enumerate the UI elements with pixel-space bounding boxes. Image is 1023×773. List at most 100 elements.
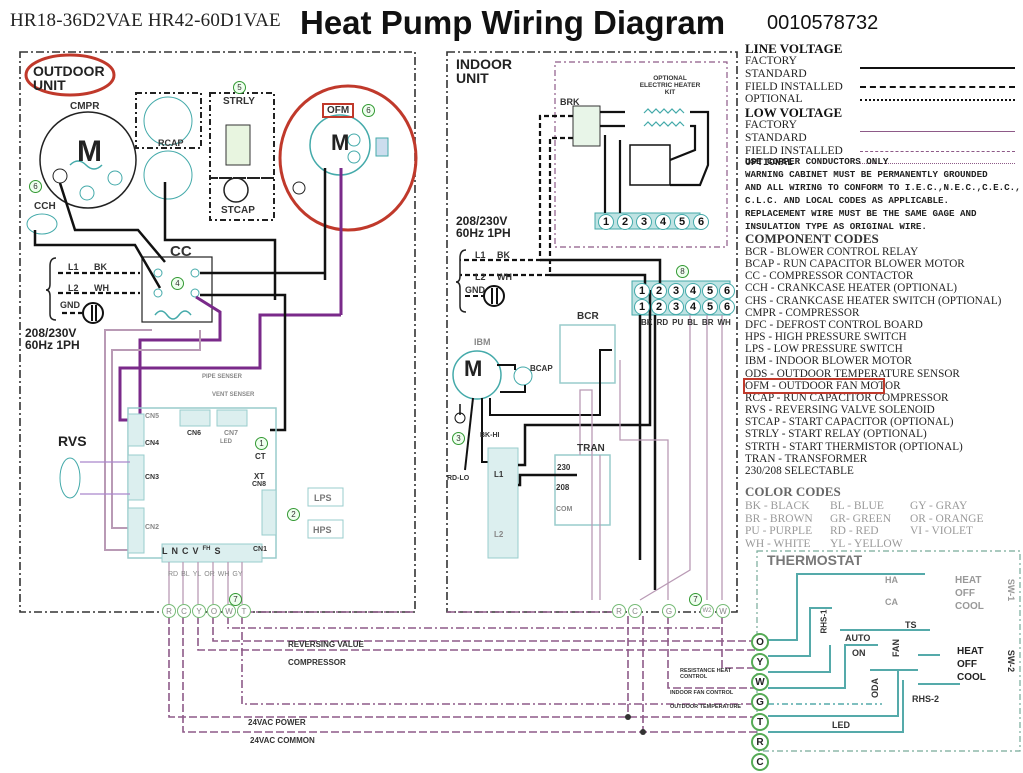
badge-1: 1 xyxy=(255,437,268,450)
outdoor-terminal-o: O xyxy=(207,604,221,618)
compressor-motor-label: M xyxy=(77,135,102,168)
badge-6-cch: 6 xyxy=(29,180,42,193)
indoor-terminal-w2: W2 xyxy=(700,604,714,618)
outdoor-terminal-c: C xyxy=(177,604,191,618)
thermostat-terminal-t: T xyxy=(751,713,769,731)
thermostat-terminal-c: C xyxy=(751,753,769,771)
cn8-label: CN8 xyxy=(252,481,267,488)
l2-wire-color: WH xyxy=(94,283,109,293)
outdoor-terminals: R C Y O W T xyxy=(162,604,251,618)
indoor-l1-wire: BK xyxy=(497,250,510,260)
component-code-item: BCR - BLOWER CONTROL RELAY xyxy=(745,246,919,258)
color-code-item: YL - YELLOW xyxy=(830,537,903,550)
bcr-label: BCR xyxy=(577,311,599,322)
legend-low-field: FIELD INSTALLED xyxy=(745,145,1023,158)
color-code-item: VI - VIOLET xyxy=(910,525,974,538)
document-code: 0010578732 xyxy=(767,12,879,34)
thermostat-boundary xyxy=(756,550,1021,752)
rvs-label: RVS xyxy=(58,433,87,449)
color-code-item: GR- GREEN xyxy=(830,512,892,525)
outdoor-unit-title: OUTDOOR UNIT xyxy=(33,63,105,93)
l1-wire-color: BK xyxy=(94,262,107,272)
heater-kit-label: OPTIONAL ELECTRIC HEATER KIT xyxy=(639,75,701,96)
sw1-label: SW-1 xyxy=(1006,578,1017,602)
cc-label: CC xyxy=(170,243,192,260)
color-code-item xyxy=(910,538,1010,551)
component-code-item: DFC - DEFROST CONTROL BOARD xyxy=(745,318,923,331)
strly-label: STRLY xyxy=(223,96,255,107)
component-code-item: CC - COMPRESSOR CONTACTOR xyxy=(745,270,914,283)
heater-terminal-strip: 1 2 3 4 5 6 xyxy=(598,214,709,230)
field-label-resistance-heat: RESISTANCE HEAT CONTROL xyxy=(680,668,732,680)
cn1-wire-colors: RD BL YL OR WH GY xyxy=(168,571,243,578)
indoor-supply-label: 208/230V 60Hz 1PH xyxy=(456,214,511,240)
compressor-symbol xyxy=(39,111,137,209)
component-code-item: RCAP - RUN CAPACITOR COMPRESSOR xyxy=(745,391,949,404)
color-code-item: OR - ORANGE xyxy=(910,512,984,525)
color-code-item: BK - BLACK xyxy=(745,500,810,512)
outdoor-supply-label: 208/230V 60Hz 1PH xyxy=(25,326,80,352)
xt-label: XT xyxy=(254,472,265,481)
thermostat-title: THERMOSTAT xyxy=(767,552,863,568)
thermostat-terminal-w: W xyxy=(751,673,769,691)
component-code-item: ODS - OUTDOOR TEMPERATURE SENSOR xyxy=(745,367,960,380)
rhs1-label: RHS-1 xyxy=(819,609,829,634)
field-label-24vac-power: 24VAC POWER xyxy=(248,718,306,727)
compressor-s-terminal xyxy=(107,170,123,186)
badge-7-outdoor: 7 xyxy=(229,593,242,606)
cmpr-label: CMPR xyxy=(70,101,100,112)
indoor-l2-label: L2 xyxy=(475,272,486,282)
l1-label: L1 xyxy=(68,262,79,272)
component-code-item: LPS - LOW PRESSURE SWITCH xyxy=(745,343,903,356)
component-code-item: CHS - CRANKCASE HEATER SWITCH (OPTIONAL) xyxy=(745,294,1002,307)
sw2-positions: HEAT OFF COOL xyxy=(957,646,986,683)
on-label: ON xyxy=(852,648,866,658)
gnd-label: GND xyxy=(60,300,80,310)
thermostat-terminal-y: Y xyxy=(751,653,769,671)
badge-2: 2 xyxy=(287,508,300,521)
field-label-compressor: COMPRESSOR xyxy=(288,658,346,667)
indoor-l2-wire: WH xyxy=(497,272,512,282)
outdoor-highlight-ellipse xyxy=(24,53,116,97)
line-voltage-heading: LINE VOLTAGE xyxy=(745,41,843,56)
model-numbers: HR18-36D2VAE HR42-60D1VAE xyxy=(10,10,281,31)
component-code-item: 230/208 SELECTABLE xyxy=(745,464,854,477)
oda-label: ODA xyxy=(870,678,880,698)
component-code-item: HPS - HIGH PRESSURE SWITCH xyxy=(745,331,907,344)
ofm-motor-label: M xyxy=(331,130,350,155)
auto-label: AUTO xyxy=(845,633,871,643)
ofm-highlight-ellipse xyxy=(278,84,418,232)
badge-7-indoor: 7 xyxy=(689,593,702,606)
indoor-terminal-r: R xyxy=(612,604,626,618)
ha-label: HA xyxy=(885,575,898,585)
color-code-item: RD - RED xyxy=(830,525,879,538)
terminal-block-8-bottom: 1 2 3 4 5 6 xyxy=(634,299,735,315)
rcap-label: RCAP xyxy=(158,138,184,148)
component-code-item: BCAP - RUN CAPACITOR BLOWER MOTOR xyxy=(745,258,965,271)
thermostat-terminals: O Y W G T R C xyxy=(751,633,769,773)
ofm-label: OFM xyxy=(322,103,355,118)
indoor-relay-l1: L1 xyxy=(494,470,504,479)
color-code-item: PU - PURPLE xyxy=(745,525,813,538)
heater-kit-boundary xyxy=(554,61,728,248)
thermostat-terminal-r: R xyxy=(751,733,769,751)
badge-8: 8 xyxy=(676,265,689,278)
cn5-label: CN5 xyxy=(145,413,160,420)
terminal-block-8-wires: BK RD PU BL BR WH xyxy=(641,318,731,327)
thermostat-terminal-o: O xyxy=(751,633,769,651)
field-label-outdoor-temp: OUTDOOR TEMPERATURE xyxy=(670,704,742,710)
component-code-item: IBM - INDOOR BLOWER MOTOR xyxy=(745,355,912,368)
ibm-label: IBM xyxy=(474,337,491,347)
field-label-24vac-common: 24VAC COMMON xyxy=(250,736,315,745)
fan-label: FAN xyxy=(891,639,901,657)
component-code-item: OFM - OUTDOOR FAN MOTOR xyxy=(743,377,901,394)
outdoor-terminal-r: R xyxy=(162,604,176,618)
legend-low-factory: FACTORY STANDARD xyxy=(745,119,1023,145)
component-code-item: TRAN - TRANSFORMER xyxy=(745,452,868,465)
ca-label: CA xyxy=(885,597,898,607)
indoor-terminals-w: W2 W xyxy=(700,604,730,618)
brk-label: BRK xyxy=(560,97,580,107)
field-label-indoor-fan: INDOOR FAN CONTROL xyxy=(670,690,734,696)
